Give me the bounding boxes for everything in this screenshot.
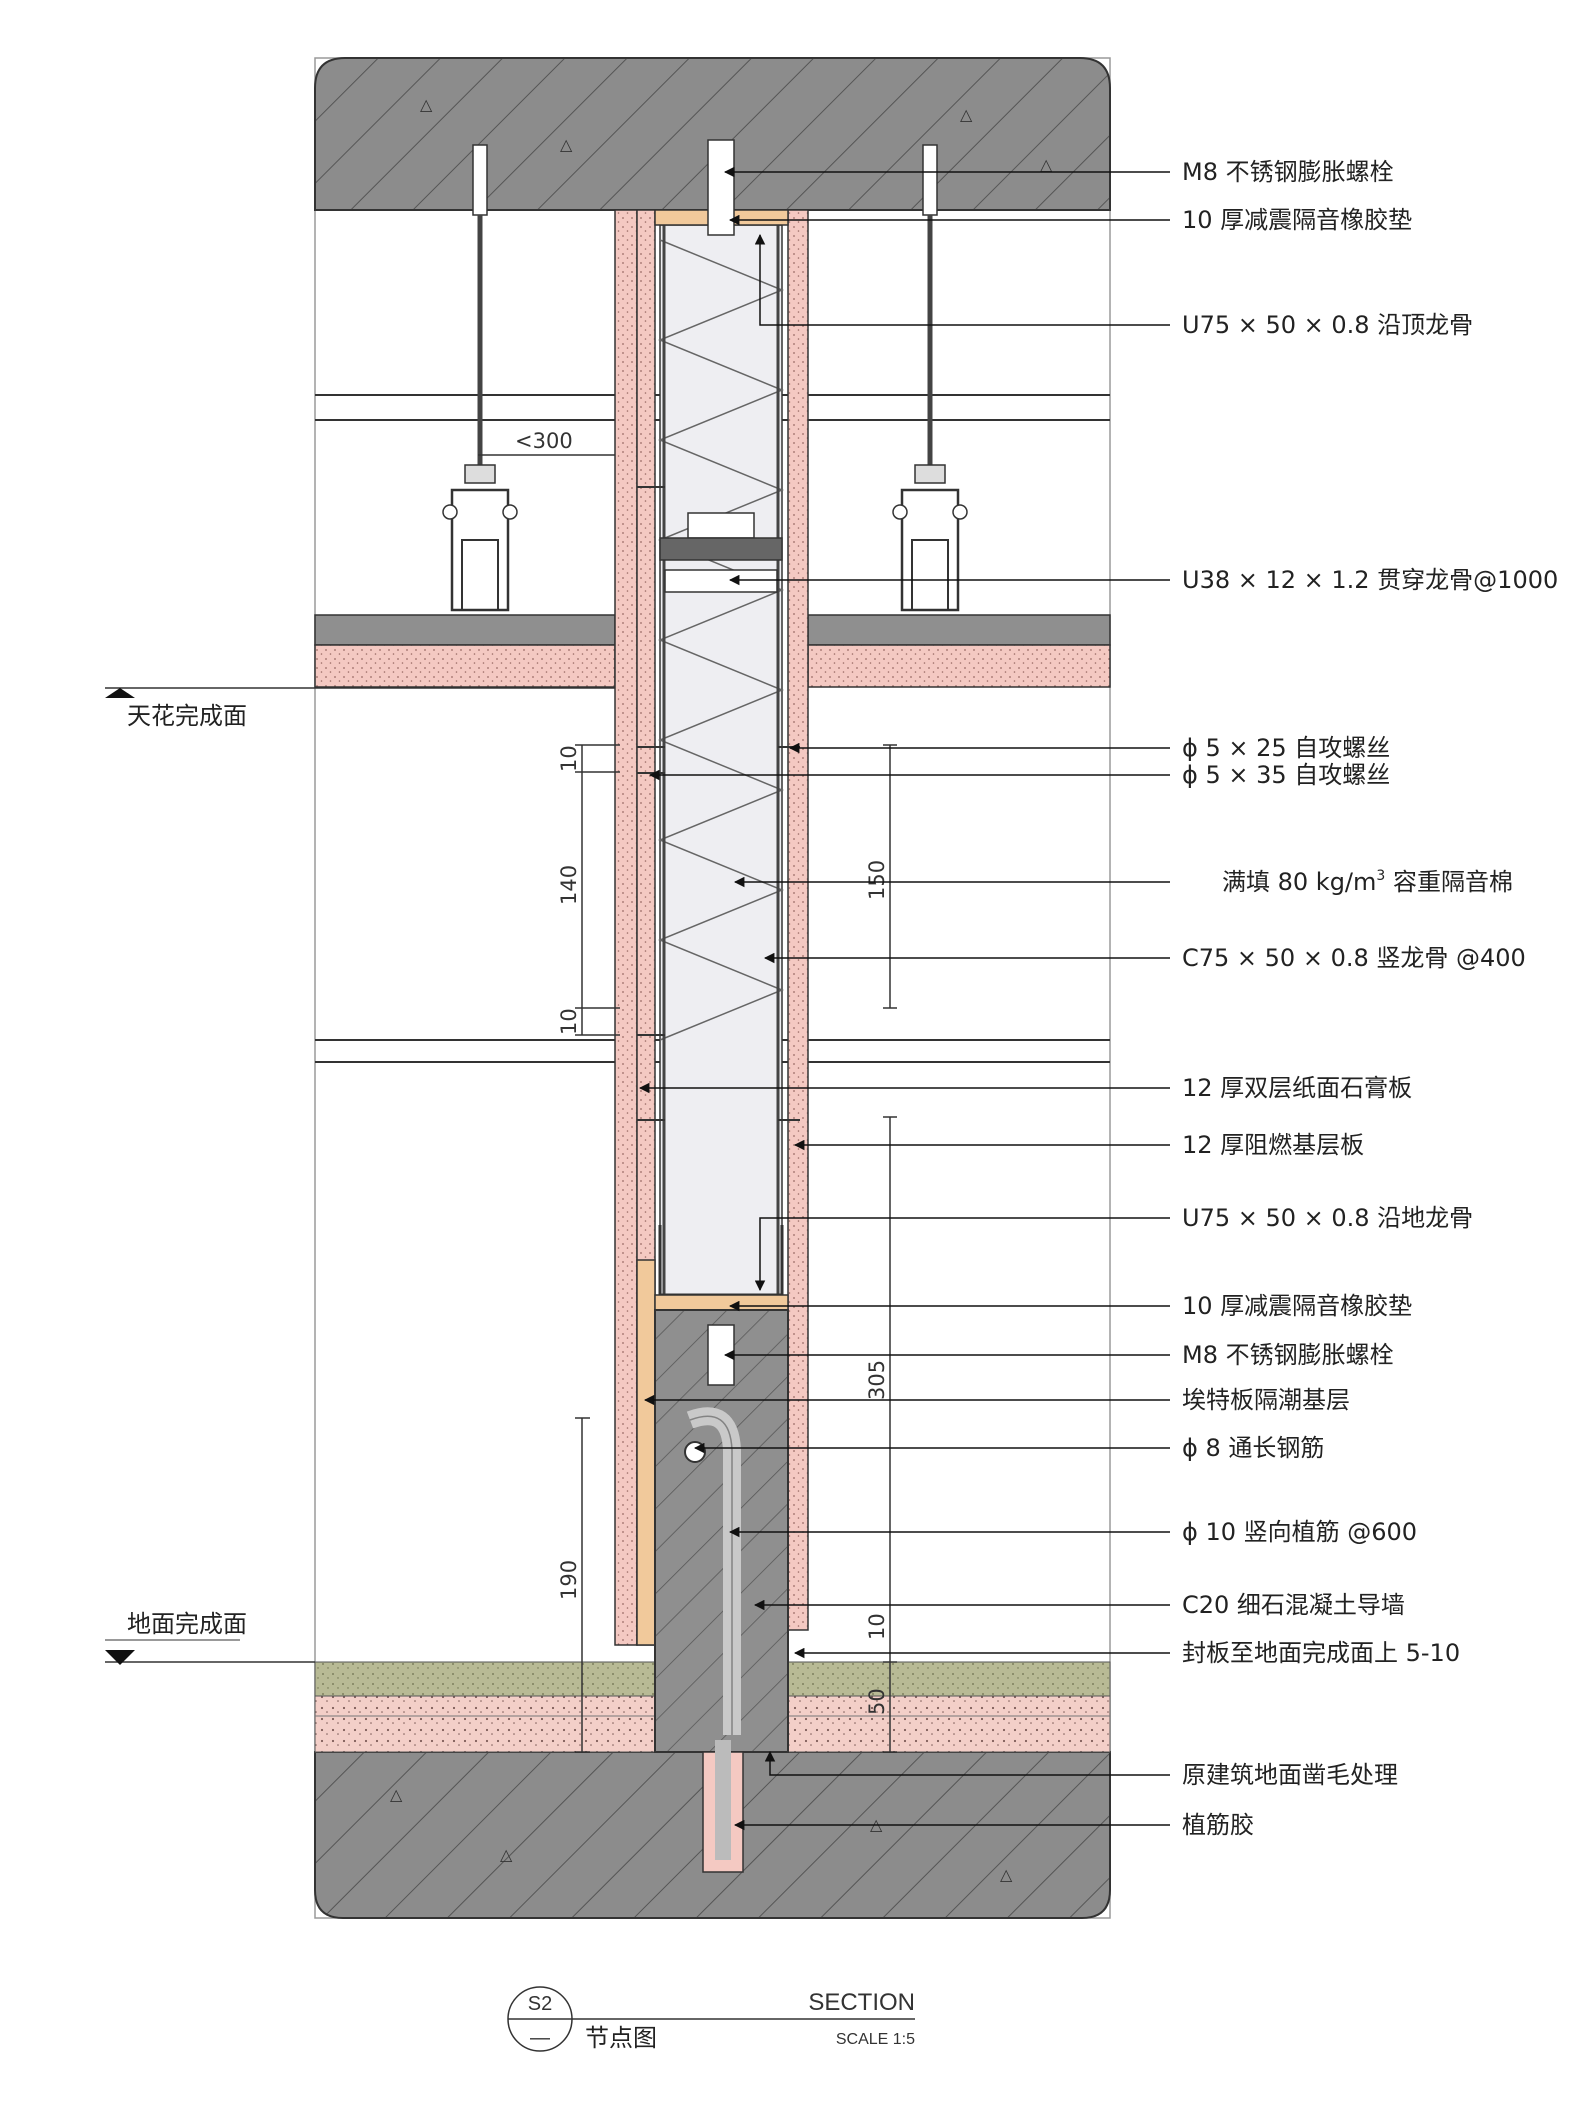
dimensions (478, 454, 897, 1753)
level-floor-label: 地面完成面 (127, 1610, 247, 1638)
callout-labels: M8 不锈钢膨胀螺栓 10 厚减震隔音橡胶垫 U75 × 50 × 0.8 沿顶… (1182, 158, 1558, 1839)
title-ref: S2 (528, 1993, 552, 2015)
svg-text:△: △ (420, 95, 433, 114)
dimension-texts: <300 10 140 10 150 305 190 10 50 (515, 429, 889, 1715)
label-screw-35: ϕ 5 × 35 自攻螺丝 (1182, 761, 1390, 789)
svg-text:△: △ (500, 1845, 513, 1864)
label-eter-board: 埃特板隔潮基层 (1182, 1386, 1350, 1414)
label-u38-channel: U38 × 12 × 1.2 贯穿龙骨@1000 (1182, 566, 1558, 594)
ceiling-hanger-right (892, 144, 968, 612)
label-insulation-sup: 3 (1376, 868, 1385, 884)
label-m8-bolt-bottom: M8 不锈钢膨胀螺栓 (1182, 1341, 1394, 1369)
insulation-zigzag (658, 239, 784, 1041)
ceiling (314, 614, 1111, 688)
label-screw-25: ϕ 5 × 25 自攻螺丝 (1182, 734, 1390, 762)
ceiling-hanger-left (442, 144, 518, 612)
label-c-stud: C75 × 50 × 0.8 竖龙骨 @400 (1182, 944, 1526, 972)
svg-text:△: △ (390, 1785, 403, 1804)
label-rebar-8: ϕ 8 通长钢筋 (1182, 1434, 1324, 1462)
dim-190: 190 (557, 1560, 581, 1600)
dim-300: <300 (515, 429, 573, 453)
svg-text:△: △ (960, 105, 973, 124)
dim-10c: 10 (865, 1613, 889, 1640)
dim-10a: 10 (557, 745, 581, 772)
dim-140: 140 (557, 865, 581, 905)
label-m8-bolt-top: M8 不锈钢膨胀螺栓 (1182, 158, 1394, 186)
label-rubber-pad-top: 10 厚减震隔音橡胶垫 (1182, 206, 1412, 234)
title-dash: — (530, 2027, 550, 2049)
label-gypsum: 12 厚双层纸面石膏板 (1182, 1074, 1412, 1102)
leaders (638, 166, 1170, 1831)
svg-text:△: △ (1000, 1865, 1013, 1884)
dim-305: 305 (865, 1360, 889, 1400)
label-rubber-pad-bottom: 10 厚减震隔音橡胶垫 (1182, 1292, 1412, 1320)
label-u-track-floor: U75 × 50 × 0.8 沿地龙骨 (1182, 1204, 1473, 1232)
label-insulation-suffix: 容重隔音棉 (1385, 868, 1513, 896)
floor-layers (314, 1661, 1111, 1753)
label-fire-board: 12 厚阻燃基层板 (1182, 1131, 1364, 1159)
title-block: S2 — 节点图 SECTION SCALE 1:5 (507, 1986, 915, 2052)
wall-assembly (614, 139, 809, 1873)
svg-text:△: △ (560, 135, 573, 154)
label-concrete: C20 细石混凝土导墙 (1182, 1591, 1405, 1619)
label-glue: 植筋胶 (1182, 1811, 1254, 1839)
dim-150: 150 (865, 860, 889, 900)
label-insulation-prefix: 满填 80 kg/m (1222, 868, 1376, 896)
title-name: 节点图 (585, 2024, 657, 2052)
title-section: SECTION (808, 1989, 915, 2016)
label-rebar-10: ϕ 10 竖向植筋 @600 (1182, 1518, 1417, 1546)
title-scale: SCALE 1:5 (836, 2031, 915, 2048)
label-insulation: 满填 80 kg/m3 容重隔音棉 (1222, 868, 1513, 896)
level-floor: 地面完成面 (105, 1610, 315, 1665)
level-ceiling-label: 天花完成面 (127, 702, 247, 730)
dim-50: 50 (865, 1688, 889, 1715)
label-chisel: 原建筑地面凿毛处理 (1182, 1761, 1398, 1789)
svg-text:△: △ (1040, 155, 1053, 174)
label-seal-board: 封板至地面完成面上 5-10 (1182, 1639, 1460, 1667)
label-u-track-top: U75 × 50 × 0.8 沿顶龙骨 (1182, 311, 1473, 339)
dim-10b: 10 (557, 1008, 581, 1035)
level-ceiling: 天花完成面 (105, 687, 615, 730)
